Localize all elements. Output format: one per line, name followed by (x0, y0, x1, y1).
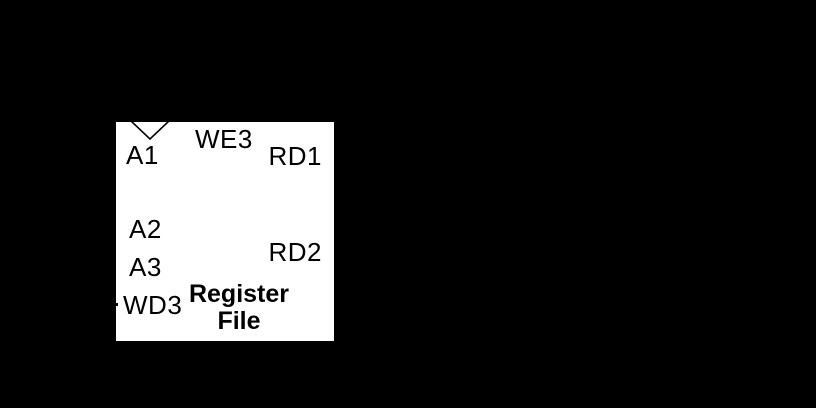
clock-edge-icon (130, 120, 170, 141)
register-file-title-line1: Register (188, 280, 290, 308)
port-label-wd3: WD3 (123, 290, 183, 320)
port-label-rd2: RD2 (268, 237, 322, 267)
port-label-a1: A1 (126, 140, 159, 170)
port-label-a3: A3 (129, 252, 162, 282)
port-label-rd1: RD1 (268, 141, 322, 171)
port-label-we3: WE3 (195, 124, 253, 154)
register-file-title: Register File (164, 281, 314, 335)
register-file-block: WE3 A1 RD1 A2 RD2 A3 WD3 Register File (114, 120, 336, 343)
port-label-a2: A2 (129, 214, 162, 244)
register-file-title-line2: File (217, 307, 261, 335)
wd3-wire-stub (107, 303, 118, 306)
